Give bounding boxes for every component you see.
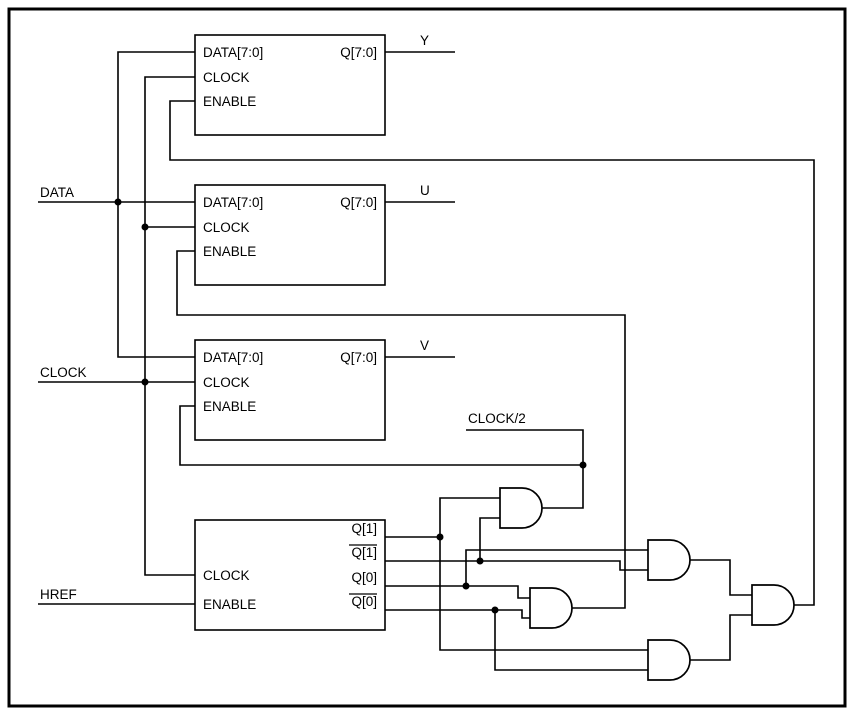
junction-dot <box>141 378 149 386</box>
wire-q0bar-branch-c <box>495 609 530 619</box>
wire-enable-u <box>176 250 626 609</box>
wire-q0bar-branch-d <box>494 610 648 671</box>
register-u-box <box>194 184 386 286</box>
wire-q1bar-branch-b <box>480 560 648 571</box>
junction-dot <box>114 198 122 206</box>
wire-gate-d-out <box>690 614 752 661</box>
wires <box>38 51 815 671</box>
reg-u-data-label: DATA[7:0] <box>203 195 263 210</box>
reg-v-data-label: DATA[7:0] <box>203 350 263 365</box>
wire-q0-branch-b <box>465 549 648 586</box>
wire-gate-b-out <box>690 559 752 596</box>
counter-q1-label: Q[1] <box>351 521 377 536</box>
clock-half-label: CLOCK/2 <box>468 411 526 426</box>
junction-dots <box>114 198 587 614</box>
href-rail-label: HREF <box>40 587 77 602</box>
and-gate-b-icon <box>647 539 691 581</box>
wire-q1bar-branch-a <box>479 517 500 561</box>
reg-u-q-label: Q[7:0] <box>340 195 377 210</box>
wire-clock-half <box>466 429 584 509</box>
counter-q1bar-label: Q[1] <box>351 545 377 560</box>
data-rail-label: DATA <box>40 185 74 200</box>
reg-v-enable-label: ENABLE <box>203 399 256 414</box>
reg-y-clock-label: CLOCK <box>203 70 250 85</box>
junction-dot <box>476 557 484 565</box>
counter-box <box>194 519 386 631</box>
reg-y-q-label: Q[7:0] <box>340 45 377 60</box>
counter-enable-label: ENABLE <box>203 597 256 612</box>
net-v-label: V <box>420 338 429 353</box>
reg-v-clock-label: CLOCK <box>203 375 250 390</box>
register-v-box <box>194 339 386 441</box>
junction-dot <box>436 533 444 541</box>
junction-dot <box>579 461 587 469</box>
wire-data-branch <box>117 51 195 358</box>
wire-enable-v <box>179 405 583 466</box>
register-y-box <box>194 34 386 136</box>
diagram-border <box>7 7 847 708</box>
wire-q0-branch-c <box>466 585 530 599</box>
reg-u-clock-label: CLOCK <box>203 220 250 235</box>
junction-dot <box>462 582 470 590</box>
wire-enable-y <box>169 100 815 606</box>
and-gate-d-icon <box>647 639 691 681</box>
net-u-label: U <box>420 183 430 198</box>
net-y-label: Y <box>420 33 429 48</box>
and-gate-c-icon <box>529 587 573 629</box>
clock-rail-label: CLOCK <box>40 365 87 380</box>
junction-dot <box>141 223 149 231</box>
and-gate-output-icon <box>751 584 795 626</box>
reg-u-enable-label: ENABLE <box>203 244 256 259</box>
counter-q0-label: Q[0] <box>351 570 377 585</box>
wire-q1-branch <box>439 497 648 651</box>
counter-q0bar-label: Q[0] <box>351 594 377 609</box>
reg-v-q-label: Q[7:0] <box>340 350 377 365</box>
wire-clock-branch <box>144 76 195 576</box>
junction-dot <box>491 606 499 614</box>
and-gate-clock2-icon <box>499 487 543 529</box>
reg-y-data-label: DATA[7:0] <box>203 45 263 60</box>
reg-y-enable-label: ENABLE <box>203 94 256 109</box>
counter-clock-label: CLOCK <box>203 568 250 583</box>
